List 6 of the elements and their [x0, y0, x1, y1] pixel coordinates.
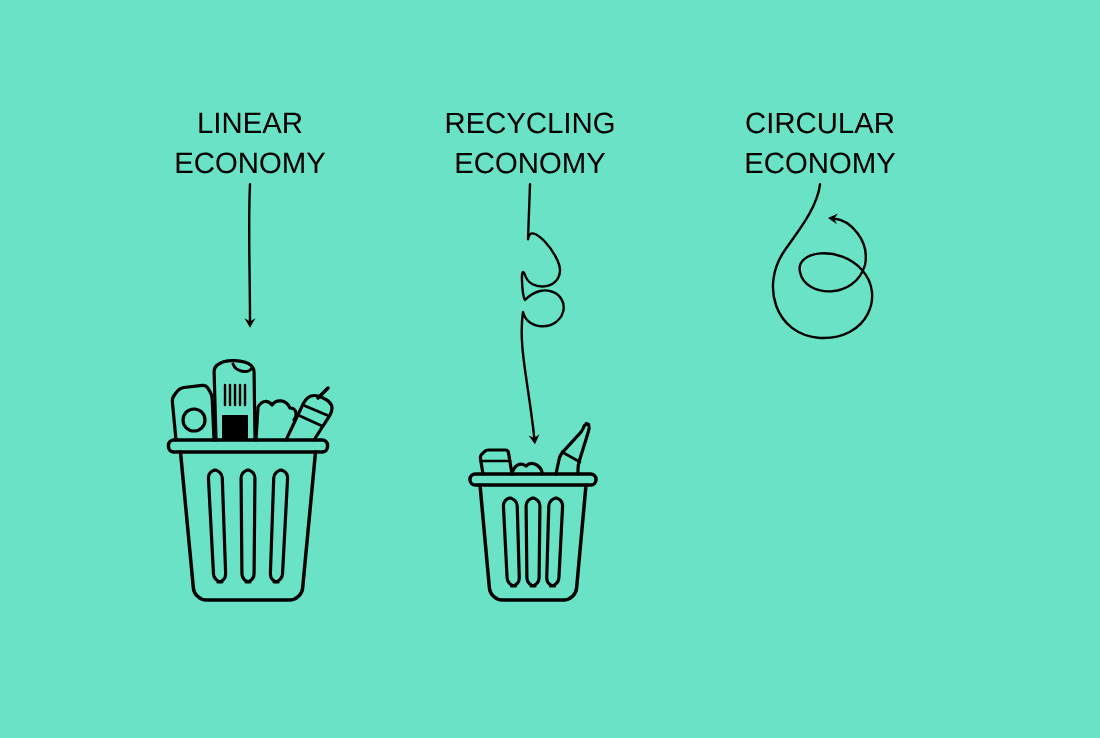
heading: LINEAR ECONOMY — [176, 112, 326, 174]
trash-can-drawing — [166, 358, 334, 602]
spiral-arrow — [771, 183, 874, 340]
heading: RECYCLING ECONOMY — [446, 112, 614, 174]
heading: CIRCULAR ECONOMY — [746, 112, 896, 174]
trash-can-drawing — [468, 421, 598, 602]
